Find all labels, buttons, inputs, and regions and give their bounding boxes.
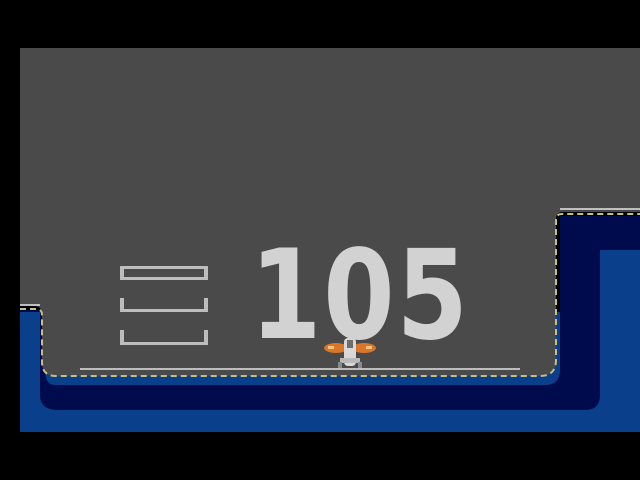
ladder-mark bbox=[120, 330, 208, 345]
deck-dashed-outline bbox=[20, 213, 640, 377]
carrier-deck bbox=[20, 48, 640, 376]
ladder-mark bbox=[120, 298, 208, 312]
deck-shadow bbox=[20, 216, 640, 410]
ladder-mark bbox=[120, 266, 208, 280]
deck-guide-line bbox=[80, 368, 520, 370]
deck-edge-right bbox=[560, 208, 640, 210]
deck-ladder-marks bbox=[120, 266, 208, 345]
deck-number-marking: 105 bbox=[250, 224, 470, 368]
deck-edge-left bbox=[20, 304, 40, 306]
player-plane-sprite bbox=[324, 338, 376, 368]
